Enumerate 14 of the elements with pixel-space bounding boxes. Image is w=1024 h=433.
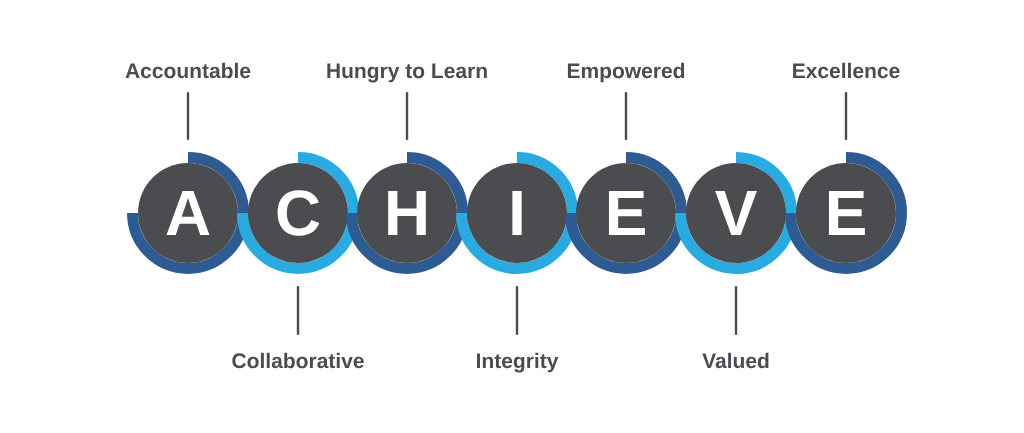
value-label: Collaborative bbox=[232, 352, 364, 369]
leader-line bbox=[186, 92, 190, 140]
leader-line bbox=[405, 92, 409, 140]
leader-line bbox=[296, 286, 300, 335]
value-label: Excellence bbox=[793, 62, 900, 79]
value-label: Hungry to Learn bbox=[327, 63, 487, 83]
value-label: Valued bbox=[702, 352, 769, 369]
leader-line bbox=[624, 92, 628, 140]
value-label: Empowered bbox=[567, 62, 685, 83]
value-label: Integrity bbox=[477, 352, 559, 373]
leader-line bbox=[844, 92, 848, 140]
value-label: Accountable bbox=[125, 62, 251, 79]
leader-line bbox=[515, 286, 519, 335]
leader-line bbox=[734, 286, 738, 335]
